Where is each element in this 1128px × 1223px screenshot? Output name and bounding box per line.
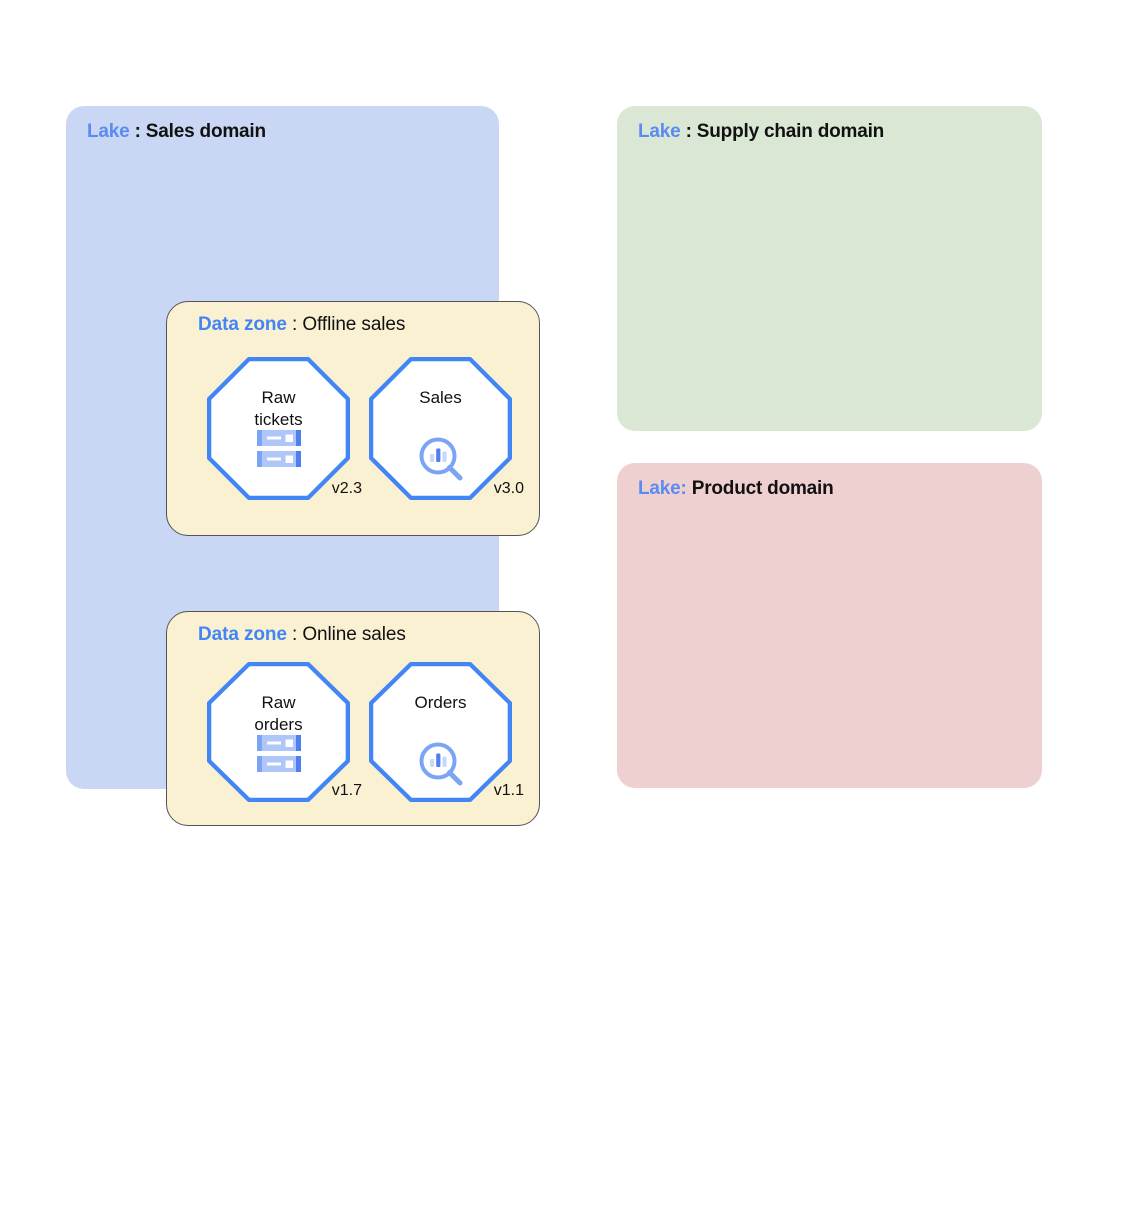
- octagon-shape: [369, 357, 512, 500]
- lake-name: : Sales domain: [129, 121, 266, 142]
- zone-name: : Online sales: [286, 624, 406, 645]
- zone-keyword: Data zone: [198, 314, 287, 335]
- lake-panel-supply-chain: Lake : Supply chain domain Data zone: Wa…: [617, 106, 1042, 431]
- lake-keyword: Lake:: [638, 478, 687, 499]
- data-node-raw-orders[interactable]: Raw orders v1.7: [207, 662, 362, 802]
- octagon-shape: [369, 662, 512, 802]
- lake-title-product: Lake: Product domain: [638, 478, 834, 500]
- data-node-raw-tickets[interactable]: Raw tickets v2.3: [207, 357, 362, 500]
- node-version: v1.1: [493, 782, 524, 799]
- node-version: v2.3: [331, 480, 362, 497]
- node-label: Raw tickets: [254, 388, 303, 429]
- octagon-shape: [207, 662, 350, 802]
- node-label: Orders: [414, 693, 467, 712]
- node-version: v3.0: [493, 480, 524, 497]
- lake-title-supply-chain: Lake : Supply chain domain: [638, 121, 884, 143]
- zone-title-online-sales: Data zone : Online sales: [198, 624, 406, 646]
- data-node-orders[interactable]: Orders v1.1: [369, 662, 524, 802]
- data-node-sales[interactable]: Sales v3.0: [369, 357, 524, 500]
- node-version: v1.7: [331, 782, 362, 799]
- lake-title-sales: Lake : Sales domain: [87, 121, 266, 143]
- data-zone-online-sales: Data zone : Online sales Raw orders: [166, 611, 540, 826]
- octagon-shape: [207, 357, 350, 500]
- data-search-icon: [417, 435, 465, 488]
- lake-name: : Supply chain domain: [680, 121, 885, 142]
- database-icon: [256, 429, 302, 474]
- zone-title-offline-sales: Data zone : Offline sales: [198, 314, 405, 336]
- lake-panel-sales: Lake : Sales domain Data zone : Offline …: [66, 106, 540, 826]
- lake-panel-product: Lake: Product domain Data zone: Products…: [617, 463, 1042, 788]
- zone-keyword: Data zone: [198, 624, 287, 645]
- data-search-icon: [417, 740, 465, 793]
- lake-keyword: Lake: [638, 121, 681, 142]
- node-label: Raw orders: [254, 693, 303, 734]
- lake-name: Product domain: [686, 478, 834, 499]
- data-zone-offline-sales: Data zone : Offline sales Raw tickets: [166, 301, 540, 536]
- database-icon: [256, 734, 302, 779]
- zone-name: : Offline sales: [286, 314, 406, 335]
- lake-keyword: Lake: [87, 121, 130, 142]
- node-label: Sales: [419, 388, 462, 407]
